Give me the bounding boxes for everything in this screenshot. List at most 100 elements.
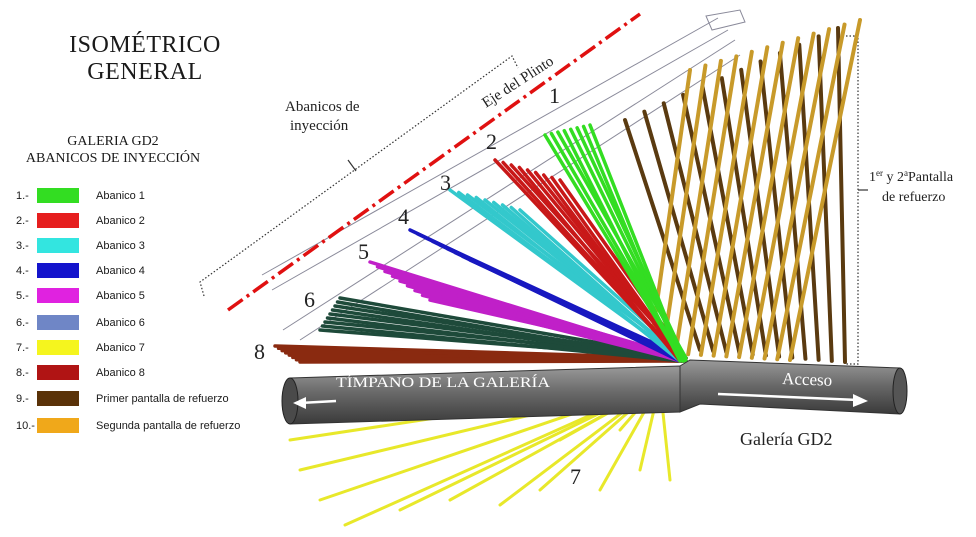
screen-rod-second [660,63,708,355]
legend-item-label: Abanico 8 [96,367,145,379]
legend-item: 10.- Segunda pantalla de refuerzo [0,416,270,438]
fan-rod-2 [517,165,682,363]
legend-color-swatch [37,340,79,355]
screen-rod-first [836,26,847,364]
legend-item-number: 4.- [16,265,29,277]
legend-item-number: 6.- [16,317,29,329]
legend-title-line-1: GALERIA GD2 [67,134,159,149]
legend-item-label: Abanico 7 [96,342,145,354]
left-arrow-icon [293,397,337,409]
fan-rod-3 [509,205,685,363]
legend-item: 5.- Abanico 5 [0,286,270,308]
legend-item-number: 8.- [16,367,29,379]
legend-color-swatch [37,391,79,406]
fan-rod-8 [294,356,682,362]
legend-item: 3.-Abanico 3 [0,236,270,258]
fan-rod-3 [474,195,682,363]
fan-rod-6 [335,300,685,363]
legend-color-swatch [37,213,79,228]
legend-title-line-2: ABANICOS DE INYECCIÓN [25,151,201,166]
screen-rod-first [623,118,702,352]
legend-item-label: Primer pantalla de refuerzo [96,393,229,405]
legend-item-label: Abanico 5 [96,290,145,302]
legend-item-number: 10.- [16,420,35,432]
galeria-label: Galería GD2 [740,429,832,449]
legend-color-swatch [37,263,79,278]
legend-item: 7.- Abanico 7 [0,338,270,360]
legend-title: GALERIA GD2 ABANICOS DE INYECCIÓN [8,133,218,167]
abanicos-label-line1: Abanicos de [285,99,360,115]
screen-rod-first [681,92,742,356]
plinth-axis-line [226,12,642,312]
abanicos-label-line2: inyección [290,118,349,134]
pantalla-bracket [846,35,868,365]
fan-number-8: 8 [254,339,265,364]
injection-fans [273,123,688,527]
screen-rod-second [724,40,785,359]
fan-number-1: 1 [549,83,560,108]
fan-number-6: 6 [304,287,315,312]
screen-rod-second [775,22,847,362]
fan-number-7: 7 [570,464,581,489]
screen-rod-second [788,18,862,362]
fan-number-labels: 1 2 3 4 5 6 8 7 [254,83,581,489]
screen-rod-second [673,58,723,356]
legend-color-swatch [37,365,79,380]
legend-item-label: Abanico 1 [96,190,145,202]
reinforcement-screens [623,18,862,364]
fan-number-3: 3 [440,170,451,195]
fan-rod-1 [562,128,682,363]
abanicos-bracket [199,55,519,297]
screen-rod-first [719,76,768,358]
fan-number-4: 4 [398,204,409,229]
screen-rod-second [711,45,770,358]
fan-rod-1 [588,123,685,363]
title-line-2: GENERAL [87,59,203,85]
legend-item: 6.- Abanico 6 [0,313,270,335]
fan-number-2: 2 [486,129,497,154]
legend-color-swatch [37,418,79,433]
gallery-tunnel: TÍMPANO DE LA GALERÍA Acceso [281,359,908,425]
timpano-label: TÍMPANO DE LA GALERÍA [336,374,550,391]
legend-item: 2.- Abanico 2 [0,211,270,233]
fan-rod-2 [550,175,685,363]
screen-rod-second [698,49,754,357]
legend-item-number: 1.- [16,190,29,202]
legend-item: 8.- Abanico 8 [0,363,270,385]
legend-color-swatch [37,288,79,303]
legend-item-label: Segunda pantalla de refuerzo [96,420,241,432]
legend-item-number: 9.- [16,393,29,405]
legend-item-number: 7.- [16,342,29,354]
fan-rod-5 [428,298,688,360]
pantalla-label-line1: 1er y 2aPantalla [869,168,954,185]
fan-rod-4 [468,258,688,360]
legend-color-swatch [37,188,79,203]
fan-rod-8 [298,359,685,364]
right-arrow-icon [717,392,868,407]
acceso-label: Acceso [782,369,833,390]
legend-item: 9.- Primer pantalla de refuerzo [0,389,270,411]
pantalla-label-line2: de refuerzo [882,190,945,205]
legend-item: 1.- Abanico 1 [0,186,270,208]
diagram-title: ISOMÉTRICO GENERAL [50,32,240,86]
legend-item-label: Abanico 2 [96,215,145,227]
fan-number-5: 5 [358,239,369,264]
screen-rod-second [749,31,816,360]
screen-rod-second [686,54,739,357]
legend-item-label: Abanico 4 [96,265,145,277]
plinth-outline [261,9,746,341]
legend-item-number: 2.- [16,215,29,227]
fan-rod-1 [543,133,682,360]
legend-item-label: Abanico 3 [96,240,145,252]
fan-rod-6 [325,316,682,363]
title-line-1: ISOMÉTRICO [69,32,221,58]
legend-color-swatch [37,315,79,330]
legend-item: 4.- Abanico 4 [0,261,270,283]
legend-item-number: 5.- [16,290,29,302]
screen-rod-second [737,36,801,360]
screen-rod-second [762,27,832,361]
legend-item-label: Abanico 6 [96,317,145,329]
legend-color-swatch [37,238,79,253]
